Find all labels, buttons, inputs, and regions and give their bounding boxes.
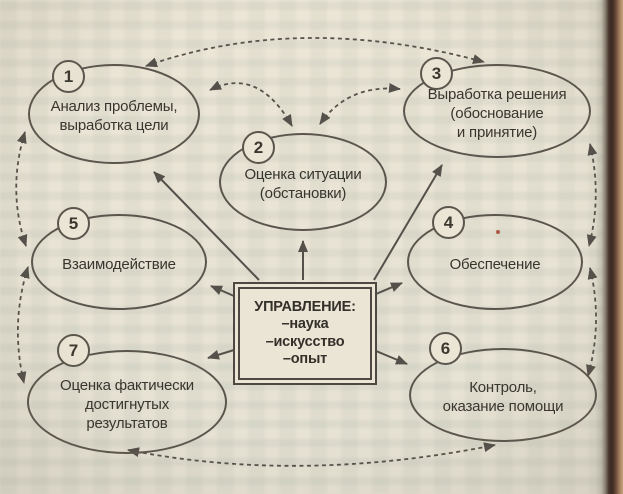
node-2-label: Оценка ситуации (обстановки) [244, 166, 362, 202]
dashed-arc-1-2 [209, 80, 293, 127]
node-4-ellipse: Обеспечение [407, 214, 583, 310]
node-4-number-badge: 4 [432, 206, 465, 239]
solid-arrow-center-to-4 [375, 282, 403, 295]
node-7-label: Оценка фактически достигнутых результато… [60, 376, 194, 432]
solid-arrow-center-to-6 [375, 350, 408, 365]
center-box-item-experience: –опыт [282, 351, 328, 367]
node-1-label: Анализ проблемы, выработка цели [50, 98, 178, 134]
dashed-arc-5-7 [16, 266, 30, 384]
node-2-number-badge: 2 [242, 131, 275, 164]
center-box-item-art: –искусство [265, 333, 345, 350]
dashed-arc-3-4 [586, 143, 598, 247]
center-management-box-inner: УПРАВЛЕНИЕ: –наука –искусство –опыт [238, 287, 372, 380]
print-speck [496, 230, 500, 234]
node-7-ellipse: Оценка фактически достигнутых результато… [27, 350, 227, 454]
center-management-box: УПРАВЛЕНИЕ: –наука –искусство –опыт [233, 282, 377, 385]
node-5-label: Взаимодействие [62, 255, 176, 273]
node-2-ellipse: Оценка ситуации (обстановки) [219, 133, 387, 231]
node-3-ellipse: Выработка решения (обоснование и приняти… [403, 64, 591, 158]
node-5-number-badge: 5 [57, 207, 90, 240]
node-4-number: 4 [443, 212, 454, 232]
solid-arrow-center-to-5 [210, 285, 235, 297]
solid-arrow-center-to-3 [373, 164, 443, 281]
solid-arrow-center-to-1 [153, 171, 260, 281]
dashed-arc-2-3 [319, 82, 401, 125]
center-box-item-science: –наука [281, 316, 329, 332]
node-1-number: 1 [63, 66, 74, 86]
node-6-ellipse: Контроль, оказание помощи [409, 348, 597, 442]
node-1-ellipse: Анализ проблемы, выработка цели [28, 64, 200, 164]
node-1-number-badge: 1 [52, 60, 85, 93]
node-3-number-badge: 3 [420, 57, 453, 90]
node-5-number: 5 [68, 213, 79, 233]
solid-arrow-center-to-7 [207, 349, 235, 360]
node-3-number: 3 [431, 63, 442, 83]
node-4-label: Обеспечение [449, 255, 541, 273]
node-7-number: 7 [68, 340, 79, 360]
dashed-arc-7-6 [127, 442, 496, 467]
center-box-title: УПРАВЛЕНИЕ: [254, 298, 356, 315]
node-2-number: 2 [253, 137, 264, 157]
dashed-arc-1-5 [15, 131, 28, 247]
node-6-number-badge: 6 [429, 332, 462, 365]
node-3-label: Выработка решения (обоснование и приняти… [427, 85, 567, 141]
dashed-arc-4-6 [586, 267, 598, 377]
node-6-label: Контроль, оказание помощи [442, 379, 564, 415]
node-5-ellipse: Взаимодействие [31, 214, 207, 310]
dashed-arc-1-3 [145, 37, 485, 68]
node-7-number-badge: 7 [57, 334, 90, 367]
node-6-number: 6 [440, 338, 451, 358]
